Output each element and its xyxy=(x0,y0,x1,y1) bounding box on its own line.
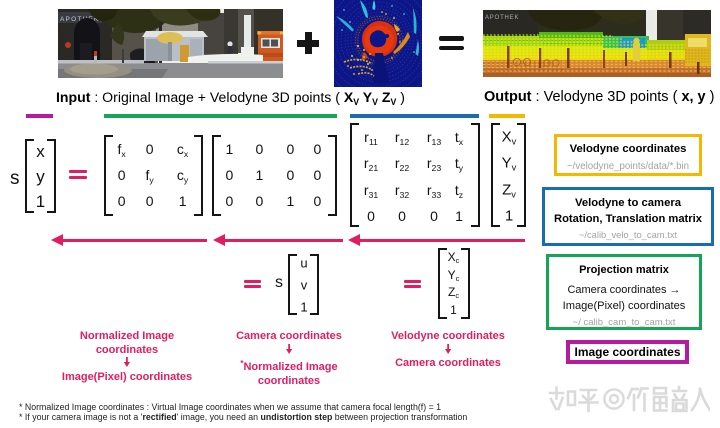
svg-text:APOTHEK: APOTHEK xyxy=(60,16,99,23)
svg-text:APOTHEK: APOTHEK xyxy=(485,15,519,21)
